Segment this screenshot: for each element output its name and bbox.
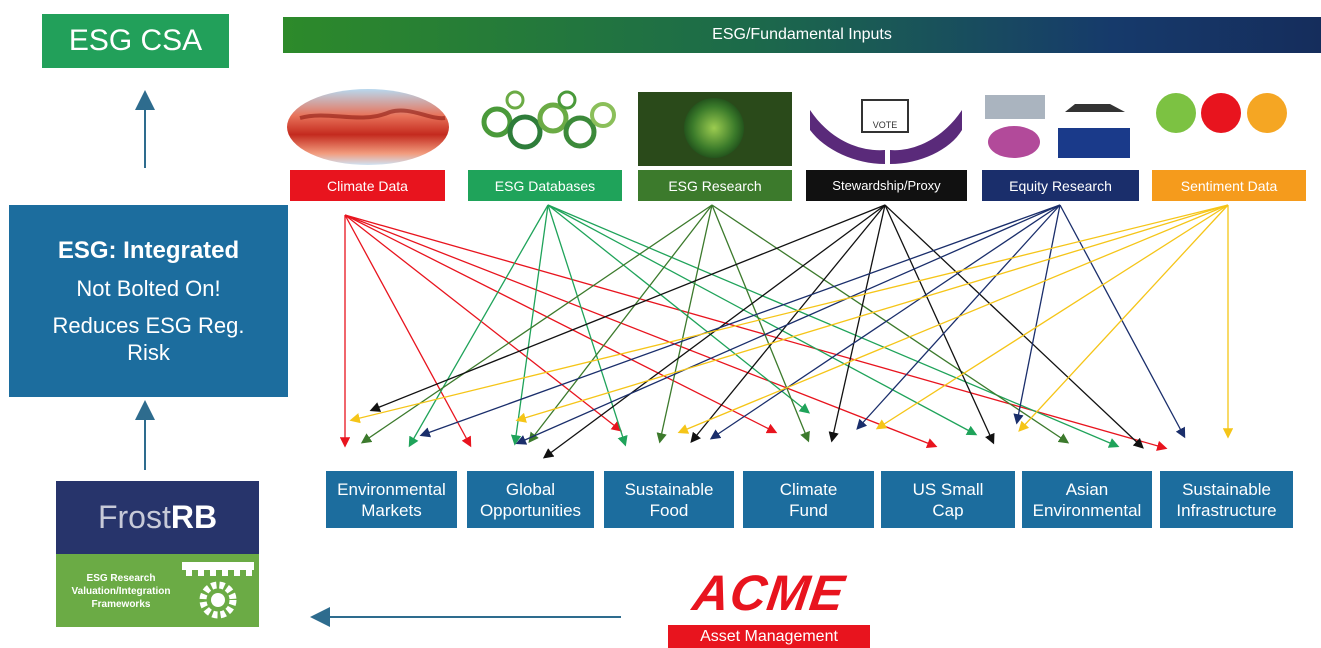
- input-label-text: Sentiment Data: [1180, 177, 1278, 194]
- frostrb-frameworks-panel: ESG Research Valuation/Integration Frame…: [56, 554, 259, 627]
- svg-text:VOTE: VOTE: [873, 120, 898, 130]
- esg-integrated-line-2: Reduces ESG Reg. Risk: [52, 312, 245, 365]
- input-label-climate-data: Climate Data: [290, 170, 445, 201]
- fund-line-1: Environmental: [337, 479, 446, 499]
- input-label-text: ESG Databases: [494, 177, 596, 194]
- input-label-text: Equity Research: [1009, 177, 1112, 194]
- input-label-esg-research: ESG Research: [638, 170, 792, 201]
- acme-subtitle: Asset Management: [700, 627, 838, 645]
- esg-databases-connectors: [408, 204, 1120, 448]
- input-label-text: Stewardship/Proxy: [832, 178, 941, 193]
- frostrb-line-1: ESG Research: [86, 573, 156, 584]
- sentiment-data-connectors: [349, 204, 1234, 439]
- acme-name: ACME: [689, 565, 849, 621]
- esg-integrated-title: ESG: Integrated: [57, 236, 240, 264]
- fund-line-2: Markets: [361, 500, 422, 520]
- frostrb-logo-bold: RB: [170, 499, 218, 535]
- frostrb-logo-light: Frost: [97, 499, 171, 535]
- inputs-header-title: ESG/Fundamental Inputs: [712, 26, 892, 43]
- smiley-faces-icon: [1156, 93, 1287, 133]
- input-label-equity-research: Equity Research: [982, 170, 1139, 201]
- fund-line-2: Opportunities: [479, 500, 582, 520]
- input-label-esg-databases: ESG Databases: [468, 170, 622, 201]
- climate-data-connectors: [339, 214, 1168, 451]
- green-earth-icon: [638, 92, 792, 166]
- input-label-text: Climate Data: [327, 177, 408, 194]
- fund-line-2: Fund: [789, 500, 828, 520]
- frostrb-line-3: Frameworks: [91, 599, 151, 610]
- acme-subtitle-bar: Asset Management: [668, 625, 870, 648]
- input-label-stewardship: Stewardship/Proxy: [806, 170, 967, 201]
- gears-network-icon: [481, 90, 616, 150]
- fund-line-1: US Small: [912, 479, 984, 499]
- tech-collage-icon: [985, 95, 1130, 158]
- fund-line-2: Food: [649, 500, 689, 520]
- fund-line-1: Global: [505, 479, 556, 499]
- fund-line-2: Infrastructure: [1176, 500, 1277, 520]
- esg-integrated-box: ESG: Integrated Not Bolted On! Reduces E…: [9, 205, 288, 397]
- fund-line-1: Asian: [1065, 479, 1109, 499]
- input-label-sentiment-data: Sentiment Data: [1152, 170, 1306, 201]
- fund-line-1: Sustainable: [1182, 479, 1271, 499]
- esg-csa-box: ESG CSA: [42, 14, 229, 68]
- fund-line-1: Climate: [779, 479, 838, 499]
- fund-line-1: Sustainable: [624, 479, 714, 499]
- gear-icon: [182, 562, 254, 619]
- climate-map-icon: [287, 89, 449, 165]
- acme-logo: ACME: [664, 565, 873, 621]
- input-label-text: ESG Research: [668, 177, 762, 194]
- fund-line-2: Cap: [932, 500, 964, 520]
- frostrb-frameworks-text: ESG Research Valuation/Integration Frame…: [60, 572, 182, 611]
- frostrb-line-2: Valuation/Integration: [71, 586, 171, 597]
- esg-csa-title: ESG CSA: [68, 24, 203, 57]
- fund-line-2: Environmental: [1032, 500, 1142, 520]
- vote-hands-icon: VOTE: [810, 99, 962, 164]
- inputs-header-bar: ESG/Fundamental Inputs: [283, 17, 1321, 53]
- esg-integrated-line-1: Not Bolted On!: [76, 275, 221, 301]
